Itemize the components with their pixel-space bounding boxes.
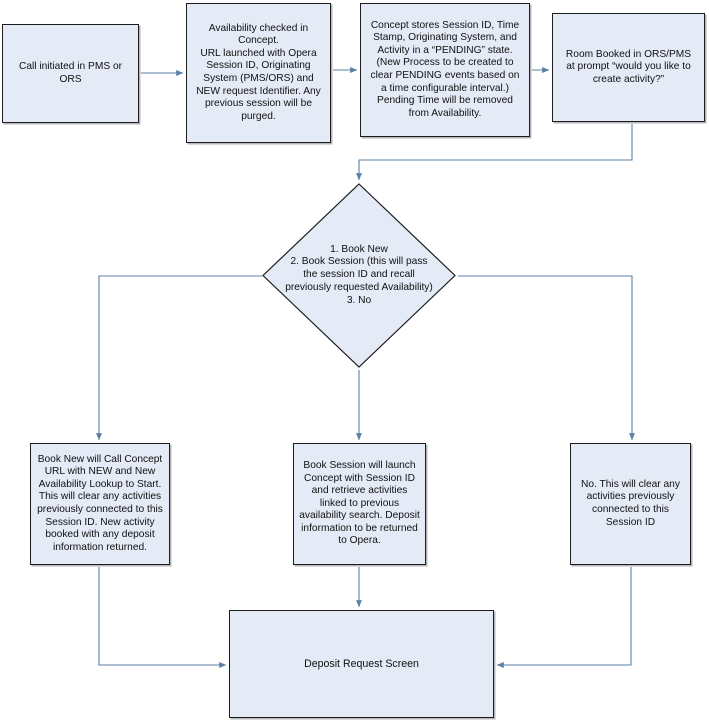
node-call-initiated[interactable]: Call initiated in PMS or ORS [2, 24, 139, 123]
node-label: Book Session will launch Concept with Se… [299, 459, 420, 547]
connector-e8 [98, 567, 227, 668]
node-label: Deposit Request Screen [304, 657, 419, 670]
node-label: Availability checked in Concept. URL lau… [196, 22, 321, 122]
node-book-new[interactable]: Book New will Call Concept URL with NEW … [30, 443, 170, 565]
connector-e7 [458, 275, 635, 441]
connector-e10 [496, 567, 632, 668]
node-label: 1. Book New 2. Book Session (this will p… [285, 243, 433, 306]
node-label: Book New will Call Concept URL with NEW … [37, 453, 163, 553]
connector-e5 [96, 275, 262, 441]
node-label: No. This will clear any activities previ… [581, 478, 680, 528]
node-label: Concept stores Session ID, Time Stamp, O… [370, 19, 520, 119]
node-deposit-request-screen[interactable]: Deposit Request Screen [229, 610, 494, 718]
node-book-session[interactable]: Book Session will launch Concept with Se… [293, 443, 426, 565]
node-decision-options[interactable]: 1. Book New 2. Book Session (this will p… [262, 183, 456, 368]
node-availability-checked[interactable]: Availability checked in Concept. URL lau… [186, 3, 331, 143]
node-room-booked[interactable]: Room Booked in ORS/PMS at prompt “would … [552, 13, 705, 122]
node-label: Room Booked in ORS/PMS at prompt “would … [565, 48, 692, 85]
diamond-shape [262, 183, 456, 368]
node-label: Call initiated in PMS or ORS [18, 60, 123, 85]
node-concept-stores-pending[interactable]: Concept stores Session ID, Time Stamp, O… [360, 3, 530, 137]
node-no-clear-activities[interactable]: No. This will clear any activities previ… [570, 443, 691, 565]
